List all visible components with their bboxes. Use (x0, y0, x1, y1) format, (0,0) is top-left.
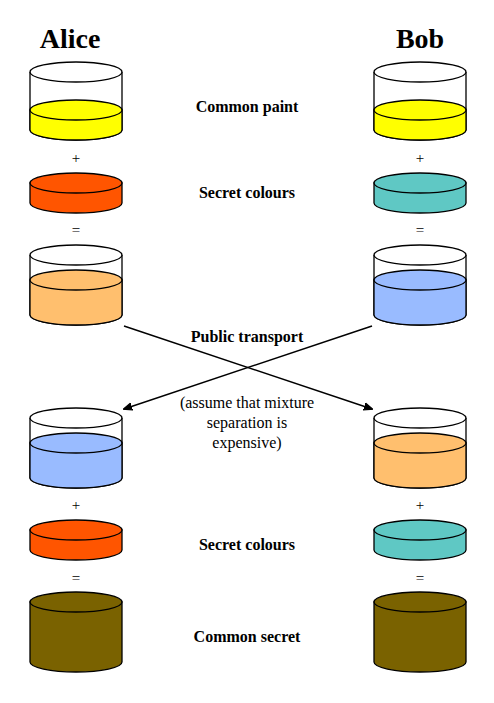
secret-disc-top (374, 173, 466, 193)
row-label: Common secret (194, 627, 301, 647)
person-name: Alice (40, 21, 101, 56)
operator-symbol: + (72, 149, 80, 168)
paint-surface (30, 433, 122, 453)
secret-disc-top (374, 520, 466, 540)
pot-rim (30, 245, 122, 265)
row-label: Secret colours (199, 535, 295, 555)
secret-pot-top (30, 592, 122, 612)
row-label: Public transport (191, 327, 303, 347)
paint-surface (374, 100, 466, 120)
operator-symbol: + (416, 496, 424, 515)
row-label: Common paint (196, 97, 299, 117)
paint-surface (30, 100, 122, 120)
operator-symbol: + (416, 149, 424, 168)
operator-symbol: = (72, 569, 80, 588)
person-name: Bob (396, 21, 444, 56)
operator-symbol: = (416, 221, 424, 240)
row-label: Secret colours (199, 183, 295, 203)
operator-symbol: = (72, 221, 80, 240)
secret-pot-top (374, 592, 466, 612)
secret-disc-top (30, 520, 122, 540)
operator-symbol: + (72, 496, 80, 515)
pot-rim (374, 62, 466, 82)
pot-rim (30, 408, 122, 428)
note: (assume that mixture separation is expen… (177, 393, 317, 453)
secret-disc-top (30, 173, 122, 193)
paint-surface (374, 433, 466, 453)
pot-rim (30, 62, 122, 82)
paint-surface (30, 270, 122, 290)
pot-rim (374, 245, 466, 265)
operator-symbol: = (416, 569, 424, 588)
pot-rim (374, 408, 466, 428)
paint-surface (374, 270, 466, 290)
